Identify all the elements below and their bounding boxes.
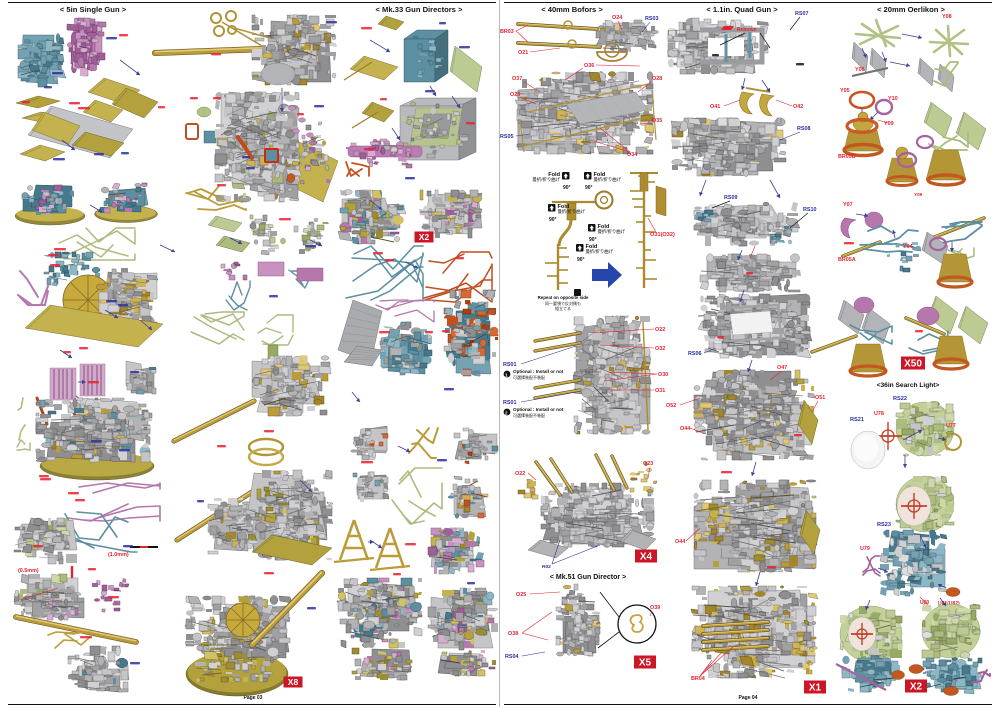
svg-text:O28: O28: [652, 76, 662, 82]
svg-text:< 20mm Oerlikon >: < 20mm Oerlikon >: [877, 5, 946, 14]
svg-text:O29: O29: [510, 92, 520, 98]
svg-text:O22: O22: [515, 471, 525, 477]
svg-text:Page 03: Page 03: [244, 695, 263, 701]
svg-text:O31: O31: [655, 388, 665, 394]
svg-text:RS03: RS03: [645, 16, 659, 22]
svg-text:O24: O24: [612, 15, 622, 21]
svg-text:90°: 90°: [577, 257, 585, 263]
svg-text:90°: 90°: [585, 185, 593, 191]
svg-text:O32: O32: [655, 346, 665, 352]
svg-text:RS01: RS01: [503, 362, 517, 368]
svg-text:RS01: RS01: [503, 400, 517, 406]
svg-text:(0.5mm): (0.5mm): [18, 568, 39, 574]
svg-text:曼折/折り曲げ: 曼折/折り曲げ: [594, 176, 622, 183]
svg-text:O30: O30: [658, 372, 668, 378]
svg-text:Page 04: Page 04: [739, 695, 758, 701]
svg-text:2: 2: [505, 410, 508, 415]
svg-text:Repeat on opposite side: Repeat on opposite side: [538, 295, 589, 300]
svg-text:O39: O39: [650, 605, 660, 611]
svg-text:X5: X5: [639, 658, 652, 669]
svg-text:曼折/折り曲げ: 曼折/折り曲げ: [598, 228, 626, 235]
svg-text:90°: 90°: [589, 237, 597, 243]
svg-text:O31(O32): O31(O32): [650, 232, 675, 238]
svg-text:1: 1: [505, 372, 508, 377]
svg-text:RS05: RS05: [500, 134, 514, 140]
svg-text:O37: O37: [512, 76, 522, 82]
svg-text:90°: 90°: [549, 217, 557, 223]
svg-text:RS04: RS04: [505, 654, 519, 660]
svg-text:O25: O25: [516, 592, 526, 598]
svg-text:O38: O38: [508, 631, 518, 637]
svg-text:曼折/折り曲げ: 曼折/折り曲げ: [586, 248, 614, 255]
svg-text:O35: O35: [652, 118, 662, 124]
svg-text:O42: O42: [793, 104, 803, 110]
svg-text:O23: O23: [643, 461, 653, 467]
svg-text:X8: X8: [288, 677, 299, 687]
svg-text:RS07: RS07: [795, 11, 809, 17]
svg-text:< Mk.33 Gun Directors >: < Mk.33 Gun Directors >: [376, 5, 464, 14]
svg-text:90°: 90°: [563, 185, 571, 191]
svg-text:< 1.1in. Quad Gun >: < 1.1in. Quad Gun >: [706, 5, 778, 14]
svg-text:Optional : Install or not: Optional : Install or not: [513, 369, 564, 374]
svg-text:可選擇装配不装配: 可選擇装配不装配: [513, 374, 545, 380]
svg-text:O22: O22: [655, 327, 665, 333]
svg-text:Remove: Remove: [737, 27, 757, 33]
svg-text:O21: O21: [518, 50, 528, 56]
svg-text:R02: R02: [542, 564, 551, 570]
svg-text:(1.0mm): (1.0mm): [108, 552, 129, 558]
svg-text:曼折/折り曲げ: 曼折/折り曲げ: [558, 208, 586, 215]
svg-text:O34: O34: [627, 152, 637, 158]
svg-text:O41: O41: [710, 104, 720, 110]
svg-text:O36: O36: [584, 63, 594, 69]
svg-text:X2: X2: [419, 232, 430, 242]
svg-text:曼折/折り曲げ: 曼折/折り曲げ: [532, 176, 560, 183]
svg-text:< 40mm Bofors >: < 40mm Bofors >: [541, 5, 603, 14]
svg-text:Optional : Install or not: Optional : Install or not: [513, 407, 564, 412]
svg-text:可選擇装配不装配: 可選擇装配不装配: [513, 412, 545, 418]
svg-text:X4: X4: [640, 552, 653, 563]
svg-text:< 5in Single Gun >: < 5in Single Gun >: [60, 5, 127, 14]
svg-text:< Mk.51 Gun Director >: < Mk.51 Gun Director >: [550, 574, 626, 581]
svg-text:BR03: BR03: [500, 29, 514, 35]
svg-text:組立てる: 組立てる: [555, 305, 571, 311]
